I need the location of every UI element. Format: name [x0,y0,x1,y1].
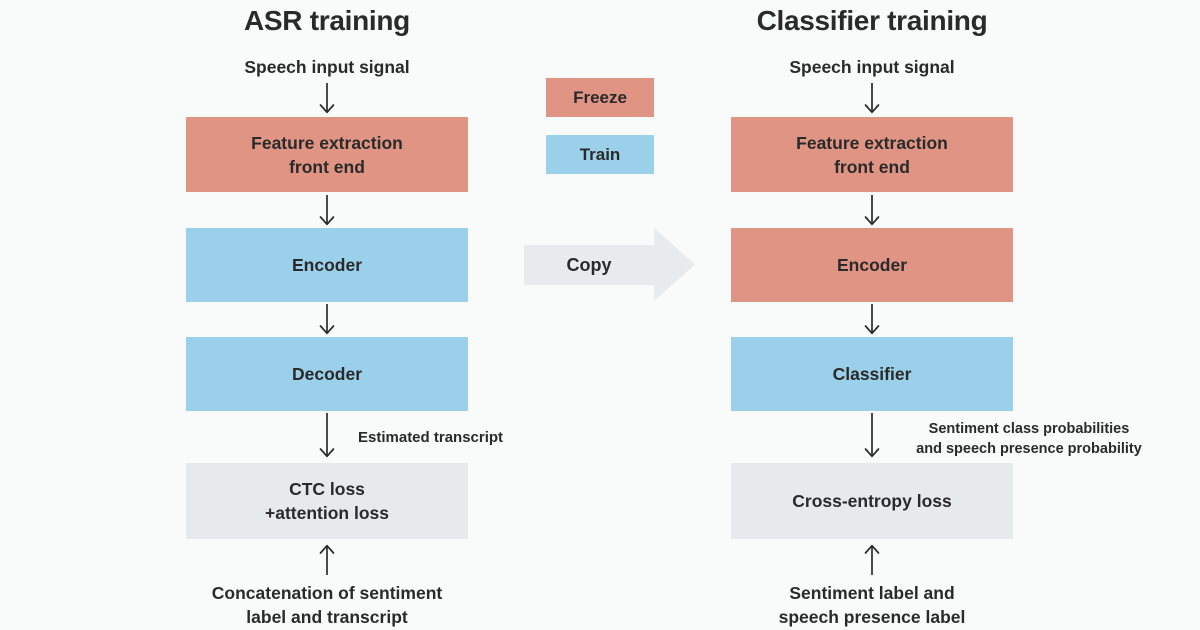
classifier-input-label: Speech input signal [789,57,955,77]
asr-decoder-box: Decoder [186,337,468,411]
classifier-encoder-box: Encoder [731,228,1013,302]
classifier-output-note: Sentiment class probabilities and speech… [916,421,1142,457]
legend-freeze-swatch: Freeze [546,78,654,117]
arrow-down-icon [319,83,335,114]
classifier-classifier-box: Classifier [731,337,1013,411]
asr-encoder-box: Encoder [186,228,468,302]
arrow-up-icon [864,544,880,575]
arrow-down-icon [319,304,335,335]
asr-title: ASR training [244,5,410,36]
arrow-up-icon [319,544,335,575]
asr-input-label: Speech input signal [244,57,410,77]
copy-arrow-icon [524,228,695,301]
arrow-down-icon [864,195,880,226]
classifier-loss-box: Cross-entropy loss [731,463,1013,539]
arrow-down-icon [864,83,880,114]
classifier-title: Classifier training [756,5,988,36]
arrow-down-icon [319,413,335,458]
asr-target-label: Concatenation of sentiment label and tra… [211,583,443,627]
classifier-feature-box: Feature extraction front end [731,117,1013,192]
arrow-down-icon [319,195,335,226]
arrow-down-icon [864,304,880,335]
arrow-down-icon [864,413,880,458]
asr-feature-box: Feature extraction front end [186,117,468,192]
copy-label: Copy [566,254,612,275]
asr-transcript-note: Estimated transcript [358,429,504,446]
classifier-target-label: Sentiment label and speech presence labe… [778,583,966,627]
legend-train-swatch: Train [546,135,654,174]
asr-loss-box: CTC loss +attention loss [186,463,468,539]
